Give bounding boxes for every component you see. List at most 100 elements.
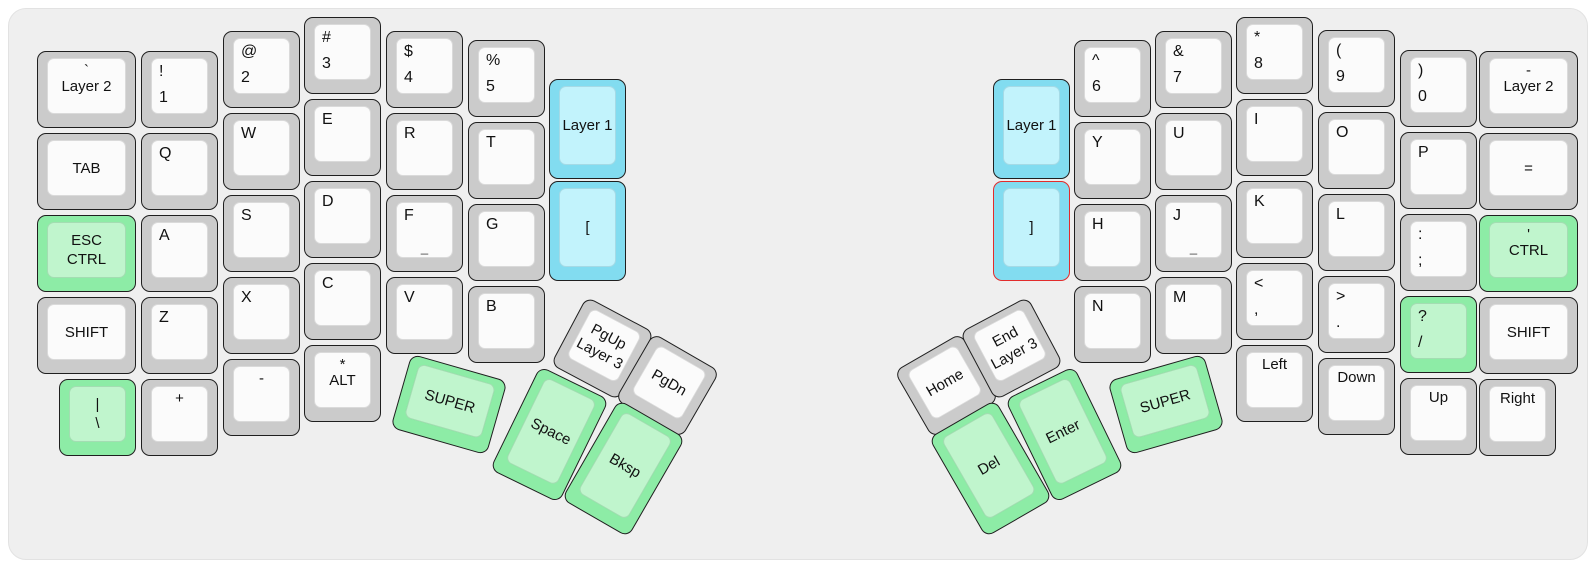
key-legend: R [404,125,416,142]
key-legend: 1 [159,89,168,106]
key-2[interactable]: @2 [223,31,300,108]
key-v[interactable]: V [386,277,463,354]
key-legend: W [241,125,257,142]
key-f[interactable]: F_ [386,195,463,272]
key-right-arrow-surface: Right [1489,386,1546,442]
key-legend: ALT [329,371,356,389]
key-x[interactable]: X [223,277,300,354]
key-legend: [ [585,219,590,236]
key-legend: 2 [241,69,250,86]
key-legend: V [404,289,415,306]
key-super-right[interactable]: SUPER [1107,353,1225,456]
key-p[interactable]: P [1400,132,1477,209]
key-o-surface: O [1328,119,1385,175]
key-legend: & [1173,43,1184,60]
key-i[interactable]: I [1236,99,1313,176]
key-k-surface: K [1246,188,1303,244]
key-down-arrow[interactable]: Down [1318,358,1395,435]
key-m[interactable]: M [1155,277,1232,354]
key-r[interactable]: R [386,113,463,190]
key-q[interactable]: Q [141,133,218,210]
key-z[interactable]: Z [141,297,218,374]
key-layer1-left-center-legends: Layer 1 [560,87,615,164]
key-left-arrow-surface: Left [1246,352,1303,408]
key-semicolon[interactable]: :; [1400,214,1477,291]
key-9[interactable]: (9 [1318,30,1395,107]
key-u[interactable]: U [1155,113,1232,190]
key-period-surface: >. [1328,283,1385,339]
key-tab[interactable]: TAB [37,133,136,210]
key-5[interactable]: %5 [468,40,545,117]
key-h[interactable]: H [1074,204,1151,281]
key-5-surface: %5 [478,47,535,103]
key-a[interactable]: A [141,215,218,292]
key-s[interactable]: S [223,195,300,272]
key-pipe-backslash[interactable]: |\ [59,379,136,456]
key-d[interactable]: D [304,181,381,258]
key-t[interactable]: T [468,122,545,199]
key-7[interactable]: &7 [1155,31,1232,108]
key-legend: - [1526,62,1531,79]
key-b-surface: B [478,293,535,349]
key-layer1-left[interactable]: Layer 1 [549,79,626,179]
key-super-left[interactable]: SUPER [390,353,508,456]
key-b[interactable]: B [468,286,545,363]
key-l[interactable]: L [1318,194,1395,271]
key-backtick-layer2[interactable]: `Layer 2 [37,51,136,128]
key-star-alt[interactable]: *ALT [304,345,381,422]
key-4[interactable]: $4 [386,31,463,108]
key-up-arrow-surface: Up [1410,385,1467,441]
key-layer1-right-center-legends: Layer 1 [1004,87,1059,164]
key-o[interactable]: O [1318,112,1395,189]
key-right-arrow[interactable]: Right [1479,379,1556,456]
key-legend: 5 [486,78,495,95]
key-6[interactable]: ^6 [1074,40,1151,117]
key-shift-right[interactable]: SHIFT [1479,297,1578,374]
key-left-bracket[interactable]: [ [549,181,626,281]
key-0[interactable]: )0 [1400,50,1477,127]
key-pipe-backslash-surface: |\ [69,386,126,442]
key-question-slash[interactable]: ?/ [1400,296,1477,373]
key-i-surface: I [1246,106,1303,162]
key-legend: CTRL [66,251,107,268]
key-e[interactable]: E [304,99,381,176]
key-legend: Home [923,365,967,400]
key-v-surface: V [396,284,453,340]
key-k[interactable]: K [1236,181,1313,258]
key-shift-left[interactable]: SHIFT [37,297,136,374]
key-l-surface: L [1328,201,1385,257]
key-n[interactable]: N [1074,286,1151,363]
key-equals[interactable]: = [1479,133,1578,210]
key-layer1-right[interactable]: Layer 1 [993,79,1070,179]
key-legend: A [159,227,170,244]
key-j[interactable]: J_ [1155,195,1232,272]
key-legend: ; [1418,252,1423,269]
homing-bump-marker: _ [1189,240,1198,255]
key-legend: Layer 2 [61,77,112,95]
key-w[interactable]: W [223,113,300,190]
key-plus[interactable]: + [141,379,218,456]
key-y[interactable]: Y [1074,122,1151,199]
key-up-arrow[interactable]: Up [1400,378,1477,455]
key-minus-layer2-center-legends: Layer 2 [1490,59,1567,113]
key-8[interactable]: *8 [1236,17,1313,94]
key-right-bracket[interactable]: ] [993,181,1070,281]
key-quote-ctrl[interactable]: 'CTRL [1479,215,1578,292]
key-legend: E [322,111,333,128]
key-left-arrow[interactable]: Left [1236,345,1313,422]
key-legend: Layer 1 [562,117,613,134]
key-3[interactable]: #3 [304,17,381,94]
key-g[interactable]: G [468,204,545,281]
key-legend: Right [1499,390,1536,407]
key-comma[interactable]: <, [1236,263,1313,340]
key-c[interactable]: C [304,263,381,340]
key-legend: < [1254,275,1264,292]
key-period[interactable]: >. [1318,276,1395,353]
key-minus-left[interactable]: - [223,359,300,436]
key-legend: J [1173,207,1181,224]
key-1[interactable]: !1 [141,51,218,128]
key-minus-layer2[interactable]: -Layer 2 [1479,51,1578,128]
